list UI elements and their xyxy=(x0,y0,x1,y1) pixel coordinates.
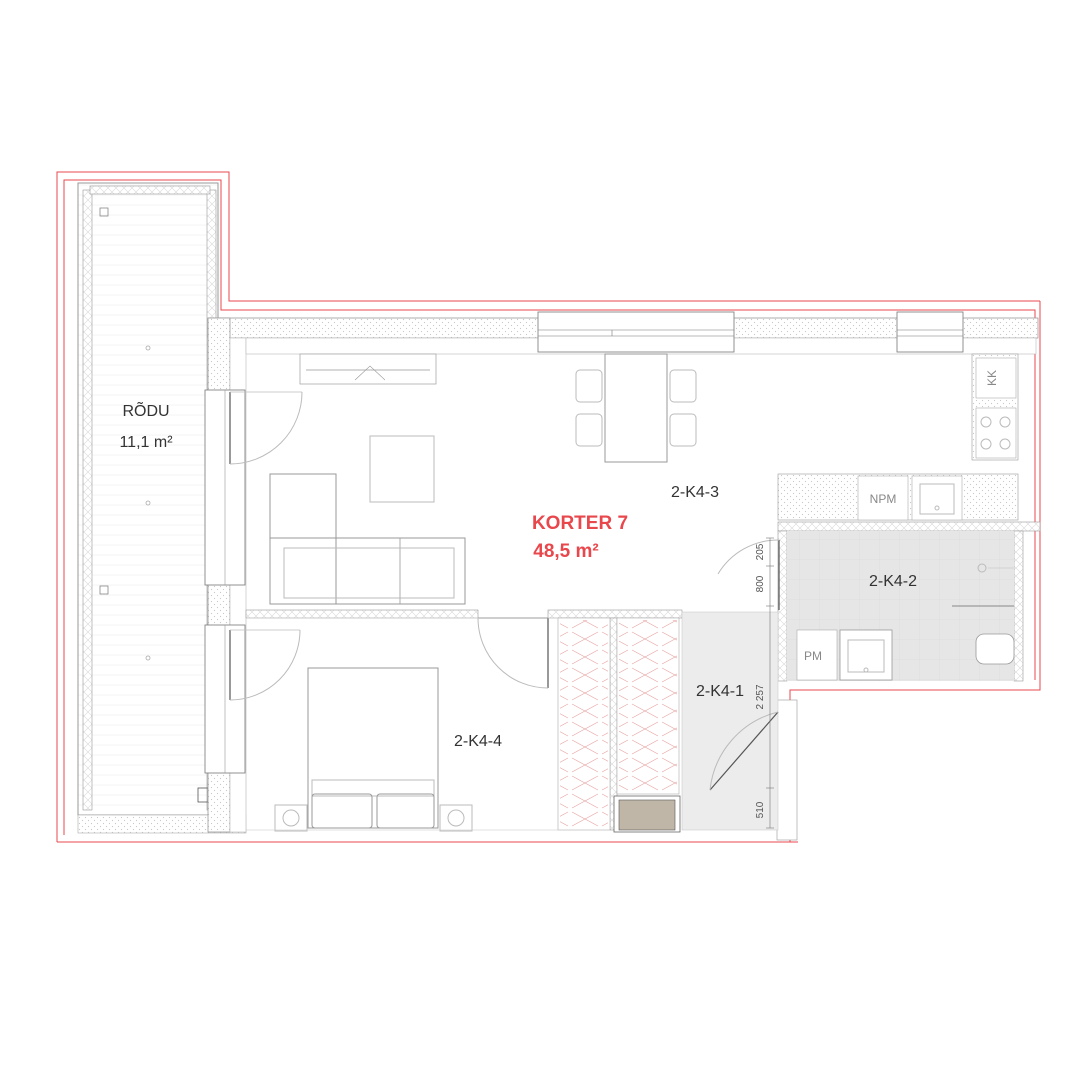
bathroom-door xyxy=(717,539,780,610)
balcony-area: 11,1 m² xyxy=(119,434,173,451)
toilet xyxy=(975,633,1015,665)
room-label-bath: 2-K4-2 xyxy=(869,573,917,590)
dishwasher-label: NPM xyxy=(870,492,897,506)
heater-unit xyxy=(613,795,681,833)
dimension-2257: 2 257 xyxy=(755,684,766,709)
apartment-title: KORTER 7 xyxy=(532,513,628,534)
dimension-205: 205 xyxy=(755,543,766,560)
interior-walls xyxy=(245,521,1041,841)
wardrobe xyxy=(557,617,680,831)
coffee-table xyxy=(369,435,435,503)
sofa xyxy=(269,473,466,605)
dimension-800: 800 xyxy=(755,575,766,592)
balcony-name: RÕDU xyxy=(122,400,169,420)
room-label-living: 2-K4-3 xyxy=(671,484,719,501)
room-label-hall: 2-K4-1 xyxy=(696,683,744,700)
dimension-510: 510 xyxy=(755,801,766,818)
bed xyxy=(307,667,439,829)
apartment-area: 48,5 m² xyxy=(533,541,598,562)
bedroom-outline xyxy=(245,617,559,831)
balcony-door-2 xyxy=(204,624,301,774)
dining-set xyxy=(575,353,697,463)
bathroom-sink xyxy=(839,629,893,681)
washer-label: PM xyxy=(804,649,822,663)
kitchen-counter xyxy=(777,353,1019,521)
washer xyxy=(796,629,838,681)
balcony-door-1 xyxy=(204,389,303,586)
bedroom-door xyxy=(477,617,549,689)
fridge-label: KK xyxy=(985,370,999,386)
shower xyxy=(952,563,1014,607)
dimension-lines xyxy=(766,537,774,829)
window-top-1 xyxy=(537,311,735,353)
window-top-2 xyxy=(896,311,964,353)
tv-unit xyxy=(299,353,437,385)
entrance-door xyxy=(709,711,779,791)
nightstands xyxy=(274,804,473,832)
room-label-bedroom: 2-K4-4 xyxy=(454,733,502,750)
hall-floor xyxy=(681,611,779,831)
